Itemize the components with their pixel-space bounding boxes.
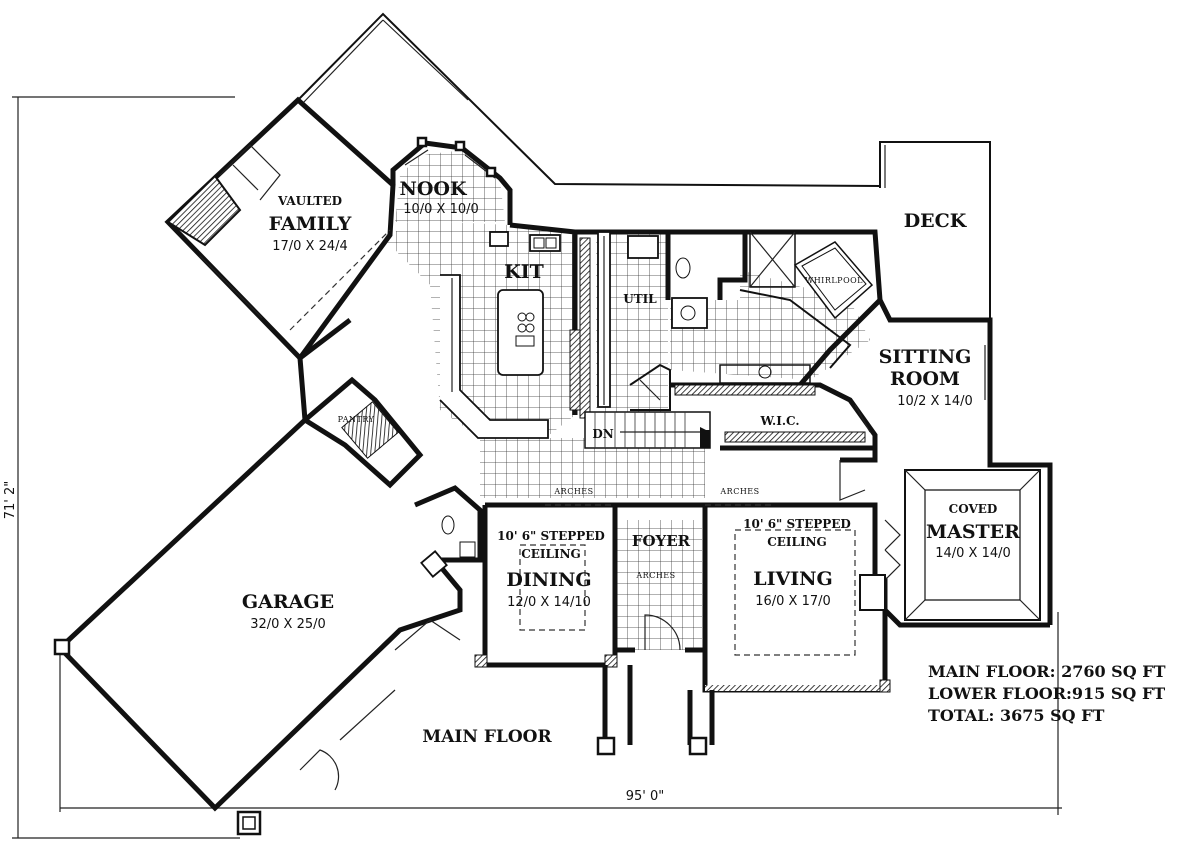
foyer-name: FOYER [632, 532, 691, 550]
dining-size: 12/0 X 14/10 [507, 595, 591, 610]
nook-name: NOOK [400, 178, 468, 200]
lower-floor-area: LOWER FLOOR:915 SQ FT [928, 684, 1165, 703]
garage-name: GARAGE [242, 591, 334, 613]
width-dimension: 95' 0" [59, 612, 1062, 815]
dining-foyer-walls [474, 502, 775, 756]
floor-label: MAIN FLOOR [422, 727, 552, 747]
living-size: 16/0 X 17/0 [755, 594, 831, 609]
wic-name: W.I.C. [759, 414, 799, 428]
utility-walls [575, 229, 748, 419]
main-floor-area: MAIN FLOOR: 2760 SQ FT [928, 662, 1166, 681]
arches-label-living: ARCHES [719, 487, 759, 496]
kitchen-fixtures [439, 222, 589, 439]
master-size: 14/0 X 14/0 [935, 546, 1011, 561]
arches-label-dining: ARCHES [553, 487, 593, 496]
pantry-name: PANTRY [338, 415, 375, 424]
arches-label-foyer: ARCHES [635, 571, 675, 580]
depth-dimension-label: 71' 2" [3, 481, 18, 520]
walk-in-closet [670, 382, 878, 451]
nook-walls [390, 136, 513, 225]
master-qualifier: COVED [949, 502, 998, 516]
living-ceiling-line2: CEILING [767, 535, 827, 549]
depth-dimension: 71' 2" [3, 96, 240, 839]
square-footage: MAIN FLOOR: 2760 SQ FT LOWER FLOOR:915 S… [928, 662, 1166, 725]
garage-size: 32/0 X 25/0 [250, 617, 326, 632]
sitting-room-line1: SITTING [879, 346, 972, 368]
family-qualifier: VAULTED [277, 194, 342, 208]
stair-down [584, 411, 711, 449]
kit-name: KIT [504, 261, 544, 283]
total-area: TOTAL: 3675 SQ FT [928, 706, 1105, 725]
family-room-walls [164, 96, 396, 362]
pantry-walls [303, 376, 483, 563]
dn-name: DN [592, 427, 613, 441]
family-size: 17/0 X 24/4 [272, 239, 348, 254]
master-name: MASTER [926, 521, 1020, 543]
family-name: FAMILY [269, 213, 352, 235]
dining-ceiling-line1: 10' 6" STEPPED [497, 529, 605, 543]
dining-ceiling-line2: CEILING [521, 547, 581, 561]
room-labels: VAULTED FAMILY 17/0 X 24/4 NOOK 10/0 X 1… [242, 178, 1020, 632]
deck-name: DECK [904, 210, 968, 232]
whirlpool-name: WHIRLPOOL [805, 276, 863, 285]
master-bath [719, 229, 883, 387]
garage-walls [53, 318, 463, 836]
deck-outline [297, 12, 991, 330]
sitting-room-size: 10/2 X 14/0 [897, 394, 973, 409]
width-dimension-label: 95' 0" [626, 789, 665, 804]
util-name: UTIL [623, 292, 657, 306]
nook-size: 10/0 X 10/0 [403, 202, 479, 217]
sitting-room-line2: ROOM [890, 368, 960, 390]
living-name: LIVING [753, 568, 832, 590]
dining-name: DINING [506, 569, 591, 591]
living-room-walls [702, 502, 891, 693]
living-ceiling-line1: 10' 6" STEPPED [743, 517, 851, 531]
